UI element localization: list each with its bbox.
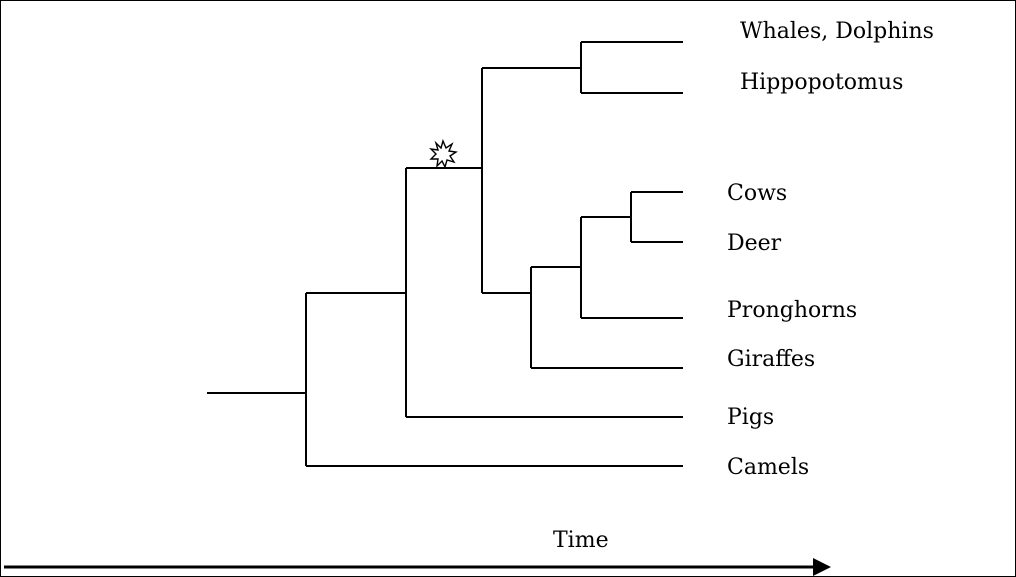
time-axis-label: Time xyxy=(553,528,609,553)
starburst-icon xyxy=(429,138,458,169)
taxon-label-deer: Deer xyxy=(727,231,782,256)
time-axis-arrowhead xyxy=(813,558,831,576)
taxon-label-giraffes: Giraffes xyxy=(727,347,815,372)
taxon-label-pigs: Pigs xyxy=(727,405,774,430)
tree-branches xyxy=(207,41,683,467)
taxon-label-hippopotomus: Hippopotomus xyxy=(740,70,903,95)
taxon-label-cows: Cows xyxy=(727,181,787,206)
taxon-label-pronghorns: Pronghorns xyxy=(727,298,857,323)
taxon-label-whales-dolphins: Whales, Dolphins xyxy=(740,19,934,44)
taxon-label-camels: Camels xyxy=(727,455,809,480)
